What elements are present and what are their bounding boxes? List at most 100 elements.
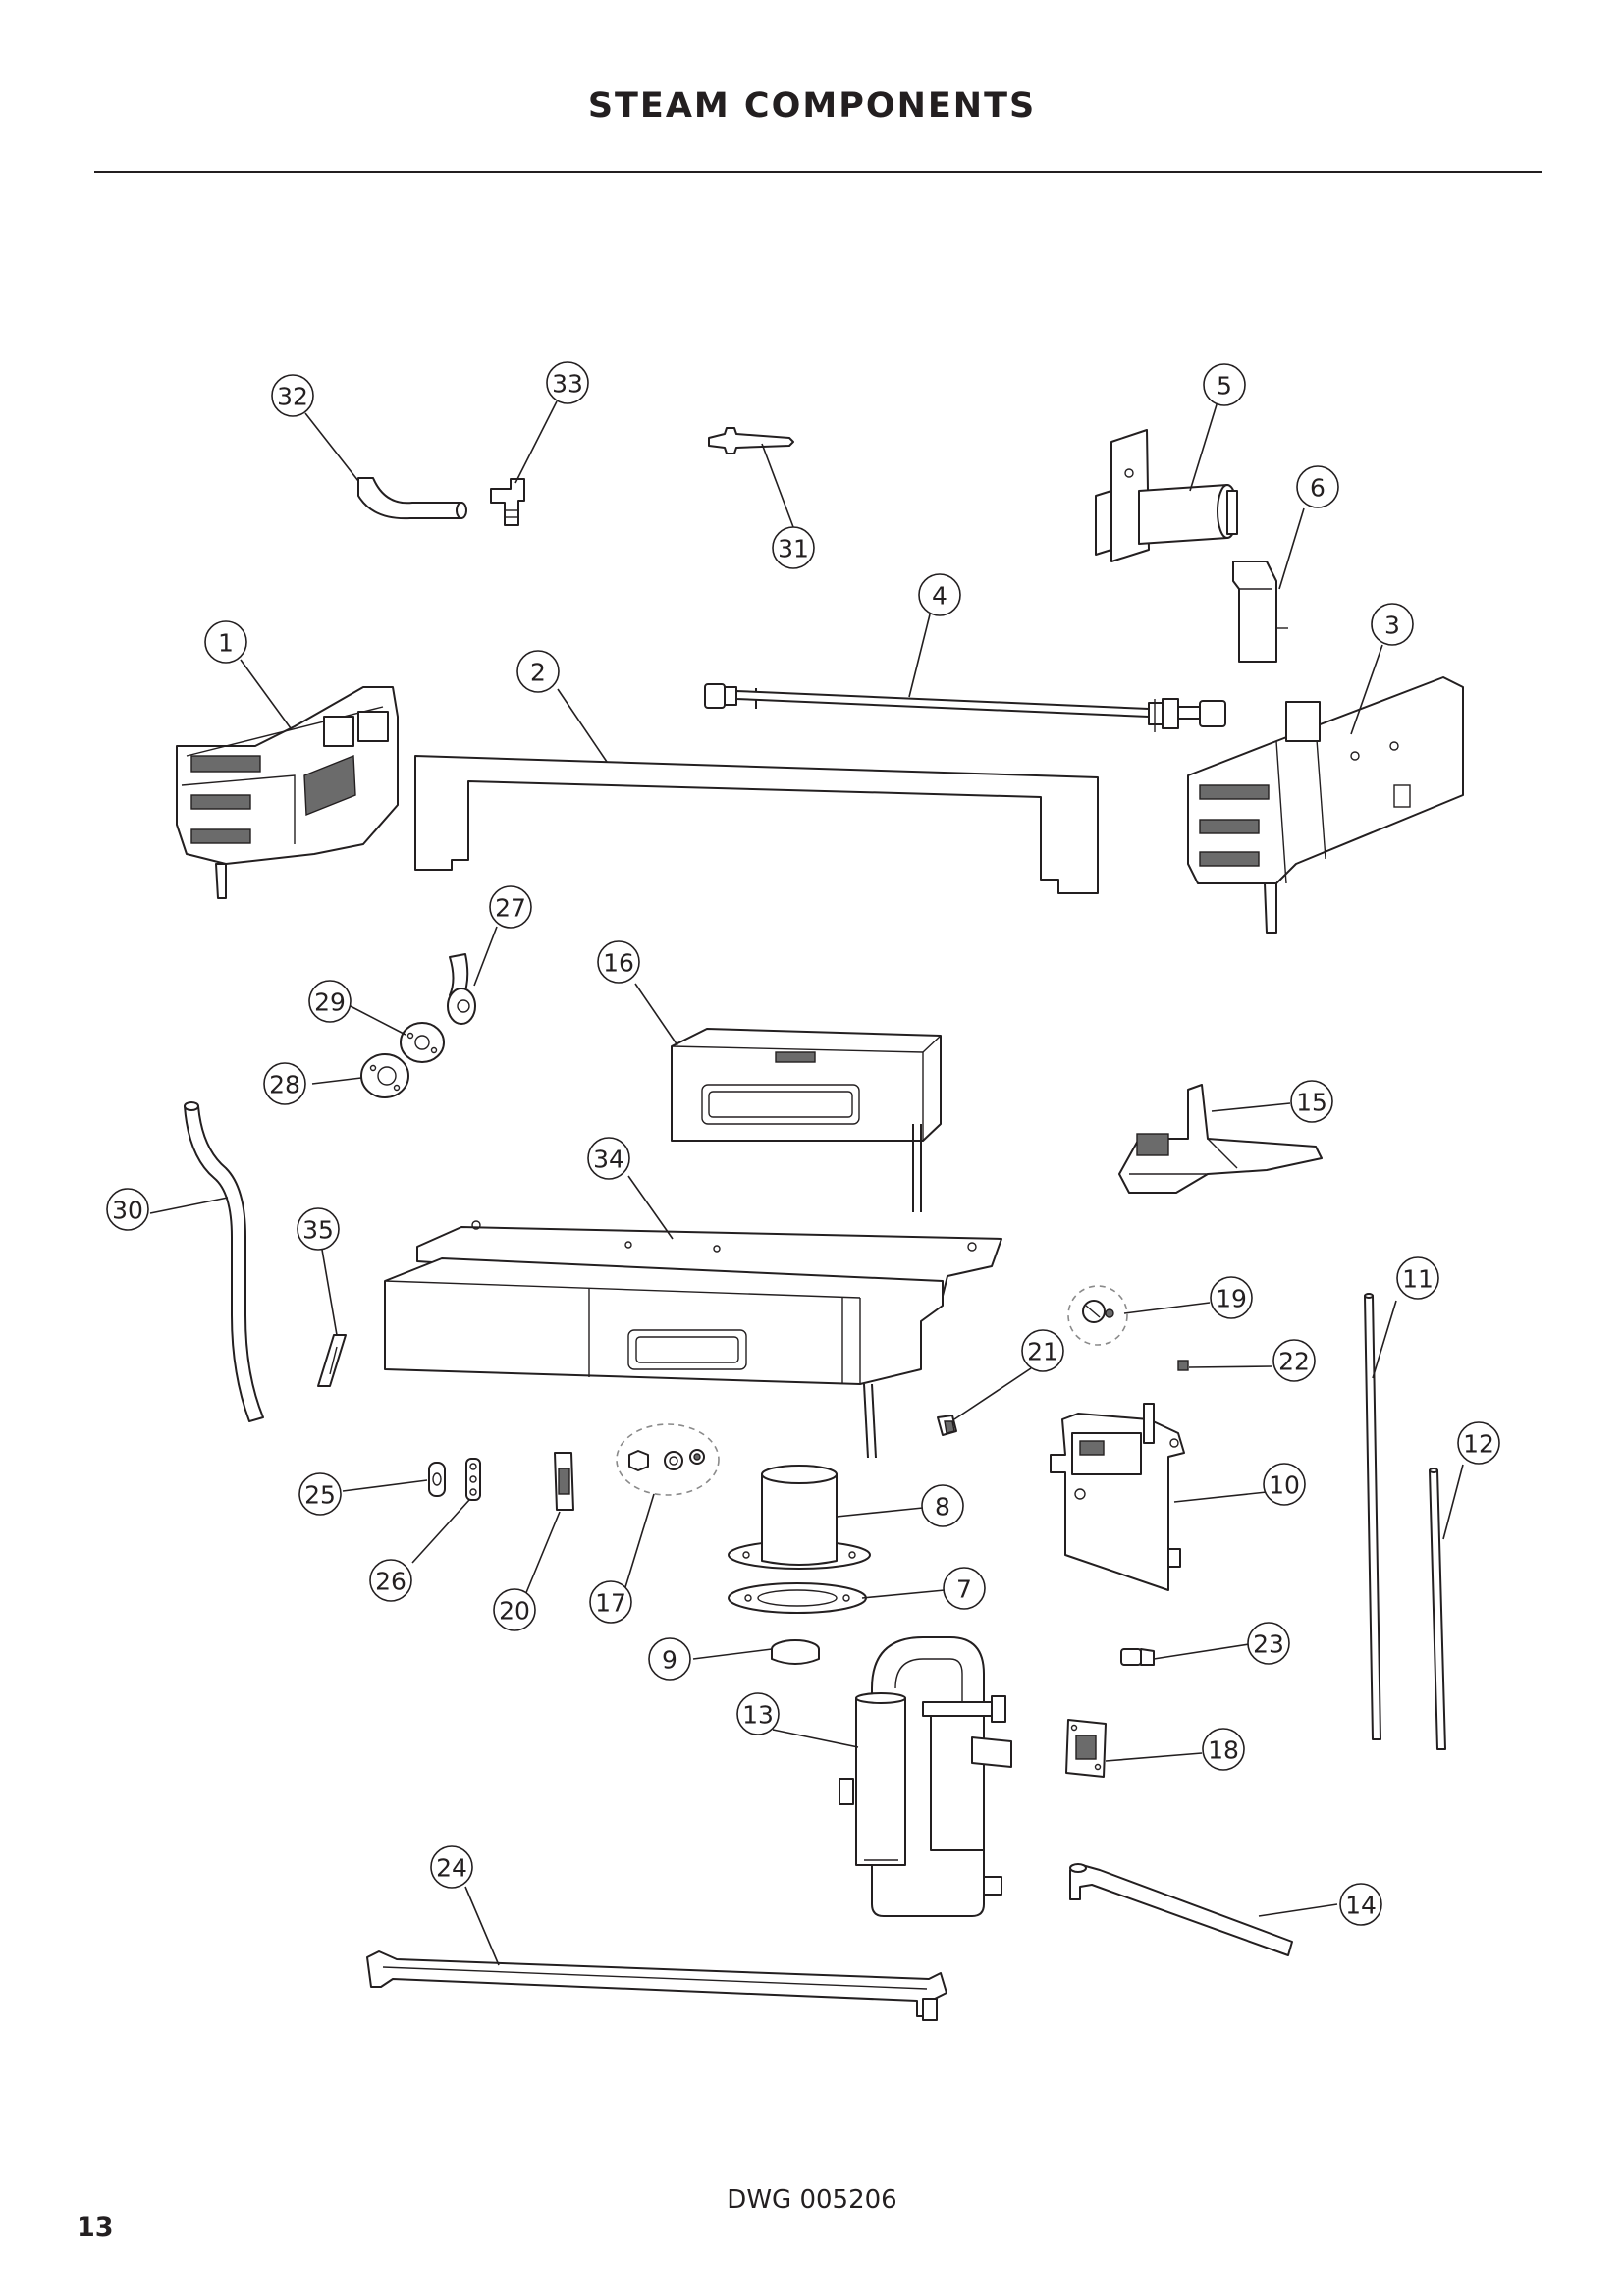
callout-24-label: 24 <box>436 1854 467 1883</box>
callout-31: 31 <box>772 526 815 569</box>
callout-2: 2 <box>516 650 560 693</box>
callout-8: 8 <box>921 1484 964 1527</box>
callout-20-label: 20 <box>499 1597 530 1626</box>
callout-21: 21 <box>1021 1329 1064 1372</box>
callout-35: 35 <box>297 1207 340 1251</box>
callout-27: 27 <box>489 885 532 929</box>
drawing-number: DWG 005206 <box>727 2185 897 2215</box>
callout-5: 5 <box>1203 363 1246 406</box>
callout-33: 33 <box>546 361 589 404</box>
part-2-frame-trim <box>414 755 1099 894</box>
callout-19-label: 19 <box>1216 1285 1247 1313</box>
part-13-steam-generator <box>839 1636 1012 1917</box>
part-35-clip <box>317 1334 347 1387</box>
callout-10: 10 <box>1263 1463 1306 1506</box>
callout-18-label: 18 <box>1208 1736 1239 1765</box>
part-7-gasket-ring <box>728 1582 867 1614</box>
part-4-shaft <box>704 683 1226 732</box>
callout-13-label: 13 <box>742 1701 774 1730</box>
callout-12: 12 <box>1457 1421 1500 1465</box>
callout-28-label: 28 <box>269 1071 300 1099</box>
callout-19: 19 <box>1210 1276 1253 1319</box>
part-14-bent-rod <box>1069 1863 1293 1956</box>
part-28-flange-plate <box>360 1053 409 1098</box>
callout-16-label: 16 <box>603 949 634 978</box>
part-18-control-board <box>1065 1719 1107 1778</box>
callout-24: 24 <box>430 1845 473 1889</box>
part-23-pipe-clip <box>1120 1648 1155 1666</box>
callout-3-label: 3 <box>1384 612 1400 640</box>
callout-9-label: 9 <box>662 1646 677 1675</box>
callout-18: 18 <box>1202 1728 1245 1771</box>
callout-3: 3 <box>1371 603 1414 646</box>
callout-10-label: 10 <box>1269 1471 1300 1500</box>
callout-1-label: 1 <box>218 629 234 658</box>
callout-12-label: 12 <box>1463 1430 1494 1459</box>
part-12-rod <box>1429 1468 1446 1750</box>
leader-lines <box>149 400 1464 1966</box>
callout-31-label: 31 <box>778 535 809 563</box>
callout-7: 7 <box>943 1567 986 1610</box>
callout-6-label: 6 <box>1310 474 1326 503</box>
part-29-flange <box>400 1022 445 1063</box>
callout-29: 29 <box>308 980 352 1023</box>
title-rule <box>94 171 1542 173</box>
part-1-left-housing <box>176 686 399 899</box>
part-27-hose-elbow <box>447 953 476 1025</box>
callout-22-label: 22 <box>1278 1348 1310 1376</box>
callout-2-label: 2 <box>530 659 546 687</box>
callout-30-label: 30 <box>112 1197 143 1225</box>
part-24-bar <box>366 1950 947 2021</box>
part-19-gasket <box>1067 1285 1128 1346</box>
part-8-chimney <box>728 1465 871 1570</box>
part-16-tank <box>671 1028 942 1212</box>
part-3-right-housing <box>1187 676 1464 934</box>
part-10-control-bracket <box>1050 1403 1185 1591</box>
part-26-strip <box>465 1458 481 1501</box>
part-31-pin <box>708 427 794 454</box>
part-30-long-hose <box>184 1101 264 1422</box>
callout-7-label: 7 <box>956 1575 972 1604</box>
callout-26-label: 26 <box>375 1568 406 1596</box>
callout-8-label: 8 <box>935 1493 950 1522</box>
part-22-nut <box>1177 1360 1189 1371</box>
callout-4-label: 4 <box>932 582 947 611</box>
callout-29-label: 29 <box>314 988 346 1017</box>
callout-11: 11 <box>1396 1256 1439 1300</box>
callout-25: 25 <box>298 1472 342 1516</box>
callout-11-label: 11 <box>1402 1265 1434 1294</box>
callout-14: 14 <box>1339 1883 1382 1926</box>
part-5-motor <box>1095 429 1238 562</box>
callout-27-label: 27 <box>495 894 526 923</box>
callout-13: 13 <box>736 1692 780 1735</box>
callout-34: 34 <box>587 1137 630 1180</box>
callout-33-label: 33 <box>552 370 583 399</box>
callout-17-label: 17 <box>595 1589 626 1618</box>
part-33-elbow-fitting <box>490 478 525 526</box>
callout-23-label: 23 <box>1253 1630 1284 1659</box>
callout-9: 9 <box>648 1637 691 1681</box>
part-11-rod <box>1364 1293 1381 1740</box>
callout-17: 17 <box>589 1580 632 1624</box>
callout-21-label: 21 <box>1027 1338 1058 1366</box>
callout-35-label: 35 <box>302 1216 334 1245</box>
callout-23: 23 <box>1247 1622 1290 1665</box>
callout-28: 28 <box>263 1062 306 1105</box>
page-title: STEAM COMPONENTS <box>587 86 1037 126</box>
part-25-slot-plate <box>428 1462 446 1497</box>
callout-6: 6 <box>1296 465 1339 508</box>
part-32-bent-hose <box>357 477 467 520</box>
callout-16: 16 <box>597 940 640 984</box>
callout-15-label: 15 <box>1296 1089 1327 1117</box>
callout-20: 20 <box>493 1588 536 1631</box>
callout-22: 22 <box>1272 1339 1316 1382</box>
callout-14-label: 14 <box>1345 1892 1377 1920</box>
callout-4: 4 <box>918 573 961 616</box>
callout-32-label: 32 <box>277 383 308 411</box>
part-34-base-housing <box>384 1220 1002 1459</box>
callout-25-label: 25 <box>304 1481 336 1510</box>
callout-32: 32 <box>271 374 314 417</box>
part-17-fastener-set <box>616 1423 720 1496</box>
callout-34-label: 34 <box>593 1146 624 1174</box>
